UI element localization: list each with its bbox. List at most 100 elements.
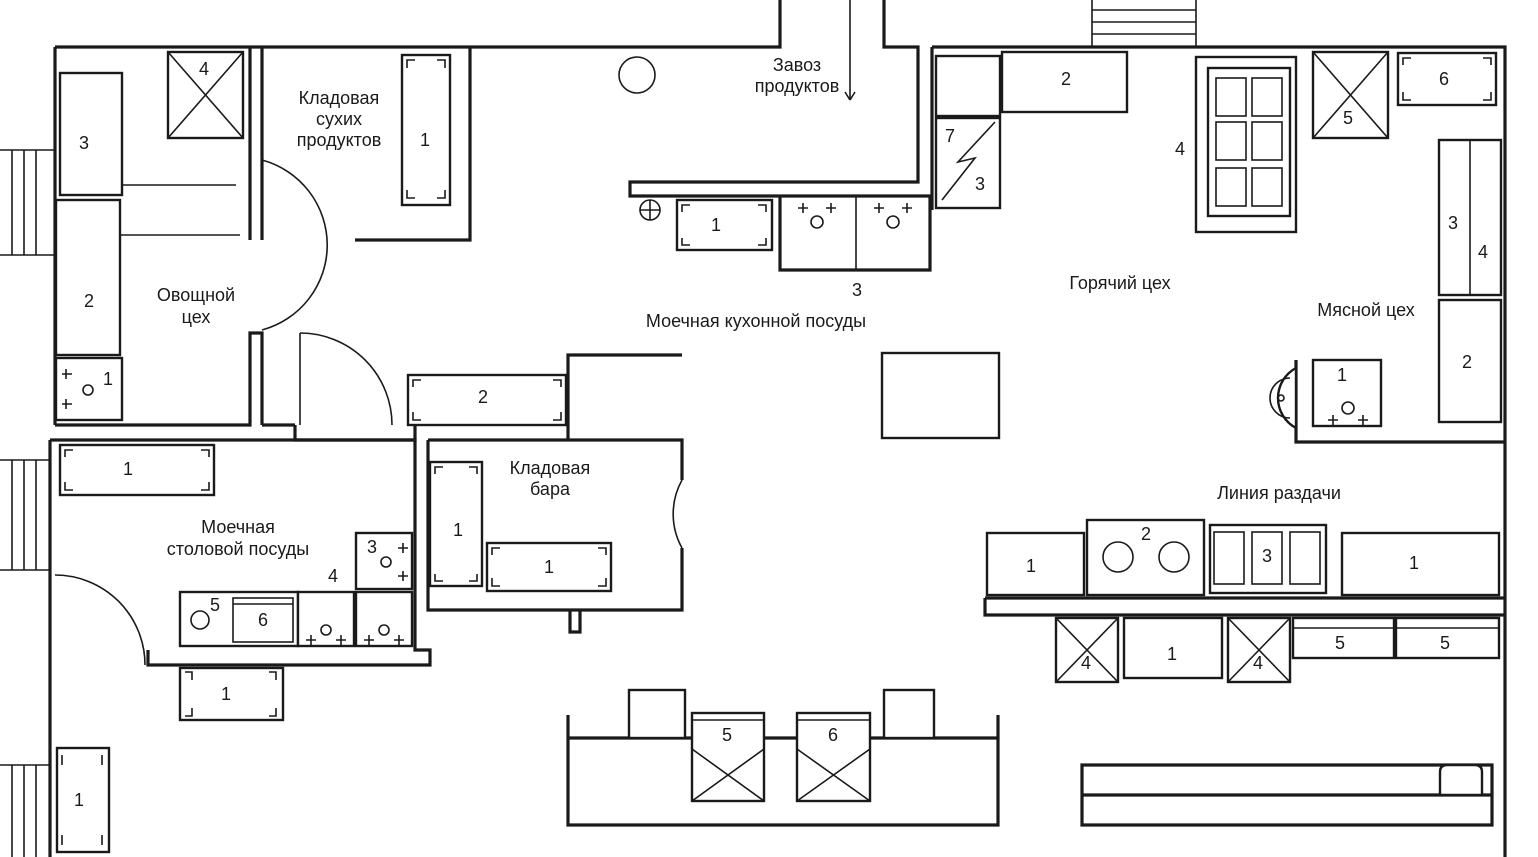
wash-table-1-label: 1 — [711, 215, 721, 235]
bar-storage-equipment: 1 1 — [428, 460, 613, 593]
dish-6-label: 6 — [258, 610, 268, 630]
hot-table-2 — [1000, 50, 1129, 114]
dry-storage-label-1: Кладовая — [299, 88, 380, 108]
serve-5a-label: 5 — [1335, 633, 1345, 653]
dish-washing-equipment: 1 3 4 5 6 — [58, 443, 414, 648]
kitchen-washing-label: Моечная кухонной посуды — [646, 311, 866, 331]
delivery-label-2: продуктов — [755, 76, 840, 96]
serve-1c-label: 1 — [1167, 644, 1177, 664]
corridor-table-2-label: 2 — [478, 387, 488, 407]
bar-storage-label-1: Кладовая — [510, 458, 591, 478]
bar-rack-1 — [428, 460, 484, 588]
serve-1a — [985, 531, 1086, 597]
hot-column — [934, 54, 1002, 118]
dish-table-1-label: 1 — [123, 459, 133, 479]
bar-table-1 — [485, 541, 613, 593]
serving-line-equipment: 1 2 3 1 4 1 4 5 5 — [985, 518, 1501, 797]
room-labels: Кладовая сухих продуктов Завоз продуктов… — [157, 55, 1415, 559]
serving-line-label: Линия раздачи — [1217, 483, 1341, 503]
meat-sink-1-label: 1 — [1337, 365, 1347, 385]
hot-stove-7-3 — [934, 116, 1002, 210]
meat-shop-equipment: 5 6 3 4 2 1 — [1269, 50, 1503, 431]
veg-table-2 — [54, 198, 122, 357]
corridor-equipment: 2 — [406, 373, 568, 427]
serve-5a — [1291, 616, 1396, 660]
dry-rack-1 — [400, 53, 452, 207]
serve-1a-label: 1 — [1026, 556, 1036, 576]
bottom-block-a — [627, 688, 687, 740]
meat-shop-label: Мясной цех — [1317, 300, 1414, 320]
hot-stove-3-label: 3 — [975, 174, 985, 194]
dish-table-1 — [58, 443, 216, 497]
bottom-5-label: 5 — [722, 725, 732, 745]
serve-1b — [1340, 531, 1501, 597]
bar-rack-1-label: 1 — [453, 520, 463, 540]
meat-table-2 — [1437, 298, 1503, 424]
kitchen-washing-equipment: 1 3 — [639, 196, 912, 300]
serve-1b-label: 1 — [1409, 553, 1419, 573]
outside-table-1b-label: 1 — [74, 790, 84, 810]
dish-4-label: 4 — [328, 566, 338, 586]
dry-storage-label-2: сухих — [316, 109, 362, 129]
serve-1c — [1122, 616, 1224, 680]
meat-cab-4-label: 4 — [1478, 242, 1488, 262]
serve-2-label: 2 — [1141, 524, 1151, 544]
bottom-block-b — [882, 688, 936, 740]
outside-table-1b — [55, 746, 111, 854]
dry-rack-1-label: 1 — [420, 130, 430, 150]
vegetable-shop-label-2: цех — [182, 307, 211, 327]
hot-table-2-label: 2 — [1061, 69, 1071, 89]
veg-table-3-label: 3 — [79, 133, 89, 153]
vegetable-shop-label-1: Овощной — [157, 285, 235, 305]
serve-5b — [1394, 616, 1501, 660]
serve-end-unit — [1438, 763, 1484, 797]
bottom-counter-equipment: 5 6 — [627, 688, 936, 803]
serve-4b-label: 4 — [1253, 653, 1263, 673]
veg-sink-1 — [54, 356, 124, 422]
dish-sink-3-label: 3 — [367, 537, 377, 557]
veg-sink-1-label: 1 — [103, 369, 113, 389]
serve-2 — [1085, 518, 1206, 597]
dry-storage-label-3: продуктов — [297, 130, 382, 150]
bar-table-1-label: 1 — [544, 557, 554, 577]
meat-table-6-label: 6 — [1439, 69, 1449, 89]
walls — [48, 0, 1507, 857]
dish-sink-b — [354, 590, 414, 648]
serve-4a-label: 4 — [1081, 653, 1091, 673]
serve-5b-label: 5 — [1440, 633, 1450, 653]
outside-table-1-label: 1 — [221, 684, 231, 704]
corridor-table-2 — [406, 373, 568, 427]
meat-table-6 — [1396, 51, 1498, 107]
serve-3 — [1208, 523, 1328, 595]
wash-sinks-3-label: 3 — [852, 280, 862, 300]
veg-box-4-label: 4 — [199, 59, 209, 79]
veg-table-3 — [58, 71, 124, 197]
serve-3-label: 3 — [1262, 546, 1272, 566]
dining-equipment: 1 1 — [55, 666, 285, 854]
hot-cabinet-4-label: 4 — [1175, 139, 1185, 159]
dish-washing-label-2: столовой посуды — [167, 539, 309, 559]
meat-handsink — [1276, 365, 1298, 431]
dry-storage-equipment: 1 — [400, 53, 656, 207]
dish-5-label: 5 — [210, 595, 220, 615]
dish-machine — [178, 590, 300, 648]
bottom-6-label: 6 — [828, 725, 838, 745]
dish-sink-a — [296, 590, 356, 648]
hot-shop-equipment: 2 7 3 4 — [880, 50, 1298, 440]
doors — [54, 0, 856, 666]
meat-table-2-label: 2 — [1462, 352, 1472, 372]
veg-table-2-label: 2 — [84, 291, 94, 311]
vegetable-shop-equipment: 3 4 2 1 — [54, 50, 245, 422]
meat-cab-3-label: 3 — [1448, 213, 1458, 233]
meat-sink-1 — [1311, 358, 1383, 428]
meat-box-5-label: 5 — [1343, 108, 1353, 128]
bar-storage-label-2: бара — [530, 479, 571, 499]
hot-shop-label: Горячий цех — [1069, 273, 1170, 293]
hot-island-table — [880, 351, 1001, 440]
outside-table-1 — [178, 666, 285, 722]
drain-circle — [618, 56, 656, 94]
wash-table-1 — [675, 198, 774, 252]
dish-washing-label-1: Моечная — [201, 517, 275, 537]
hot-stove-7-label: 7 — [945, 126, 955, 146]
